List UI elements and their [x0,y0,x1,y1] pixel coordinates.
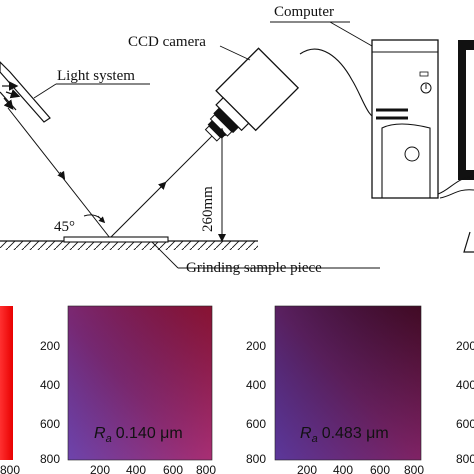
light-system [0,61,51,123]
image-2-y-tick-600: 600 [246,417,266,431]
image-1-y-tick-600: 600 [40,417,60,431]
height-label: 260mm [200,186,216,232]
roughness-image-2 [274,305,422,461]
image-1-x-tick-400: 400 [126,463,146,474]
reflected-beam-arrow [157,181,167,191]
image-2-x-tick-800: 800 [404,463,424,474]
mouse-cable [437,175,474,199]
computer-tower [371,39,439,199]
grinding-sample [63,236,169,243]
image-1-y-tick-200: 200 [40,339,60,353]
sample-leader [151,241,179,269]
image-2-y-tick-800: 800 [246,452,266,466]
image-2-y-tick-400: 400 [246,378,266,392]
computer-leader [329,21,373,47]
ccd-camera-label: CCD camera [128,34,206,50]
sample-label: Grinding sample piece [186,260,322,276]
computer-label: Computer [274,4,334,20]
camera-leader [219,45,251,61]
incident-beam-arrow [57,170,66,180]
image-1-x-tick-600: 600 [163,463,183,474]
roughness-image-1 [67,305,213,461]
image-1-x-tick-200: 200 [90,463,110,474]
ccd-camera [204,47,300,142]
image-2-x-tick-200: 200 [297,463,317,474]
image-1-x-tick-800: 800 [196,463,216,474]
right-edge-y-tick-600: 600 [456,417,474,431]
image-2-x-tick-600: 600 [370,463,390,474]
light-system-leader [33,83,57,99]
image-1-y-tick-400: 400 [40,378,60,392]
angle-arc [83,214,105,223]
image-2-y-tick-200: 200 [246,339,266,353]
red-image-partial [0,306,13,460]
left-edge-x-tick: 800 [0,463,20,474]
computer-monitor [458,40,474,253]
angle-arrow [97,215,106,224]
camera-cable [299,48,379,119]
right-edge-y-tick-800: 800 [456,452,474,466]
light-system-label: Light system [57,68,135,84]
image-1-y-tick-800: 800 [40,452,60,466]
right-edge-y-tick-200: 200 [456,339,474,353]
image-2-x-tick-400: 400 [333,463,353,474]
angle-label: 45° [54,219,75,235]
right-edge-y-tick-400: 400 [456,378,474,392]
